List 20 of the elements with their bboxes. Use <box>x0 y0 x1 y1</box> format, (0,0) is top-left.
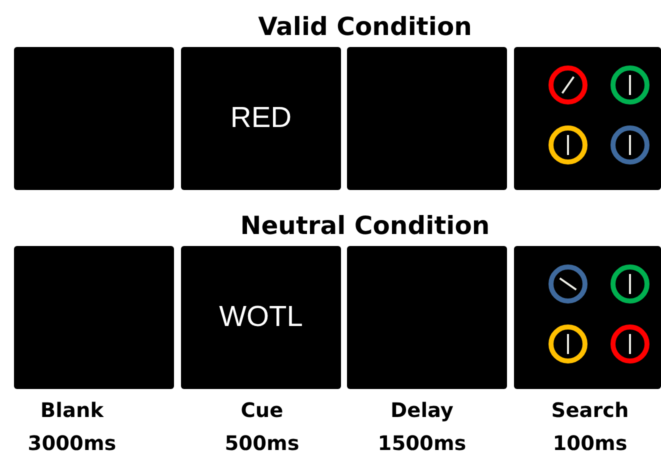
phase-label: Blank <box>40 398 104 422</box>
phase-label: Delay <box>390 398 454 422</box>
duration-label: 1500ms <box>378 431 466 455</box>
phase-label: Cue <box>240 398 284 422</box>
cue-word: WOTL <box>219 301 303 334</box>
screen-panel <box>347 47 507 190</box>
screen-panel <box>347 246 507 389</box>
screen-panel <box>181 47 341 190</box>
screen-panel <box>14 246 174 389</box>
condition-heading: Neutral Condition <box>240 211 490 240</box>
screen-panel <box>514 246 661 389</box>
screen-panel <box>181 246 341 389</box>
duration-label: 100ms <box>552 431 628 455</box>
screen-panel <box>14 47 174 190</box>
duration-label: 500ms <box>224 431 300 455</box>
condition-heading: Valid Condition <box>258 12 472 41</box>
phase-label: Search <box>551 398 629 422</box>
cue-word: RED <box>230 102 292 135</box>
screen-panel <box>514 47 661 190</box>
duration-label: 3000ms <box>28 431 116 455</box>
